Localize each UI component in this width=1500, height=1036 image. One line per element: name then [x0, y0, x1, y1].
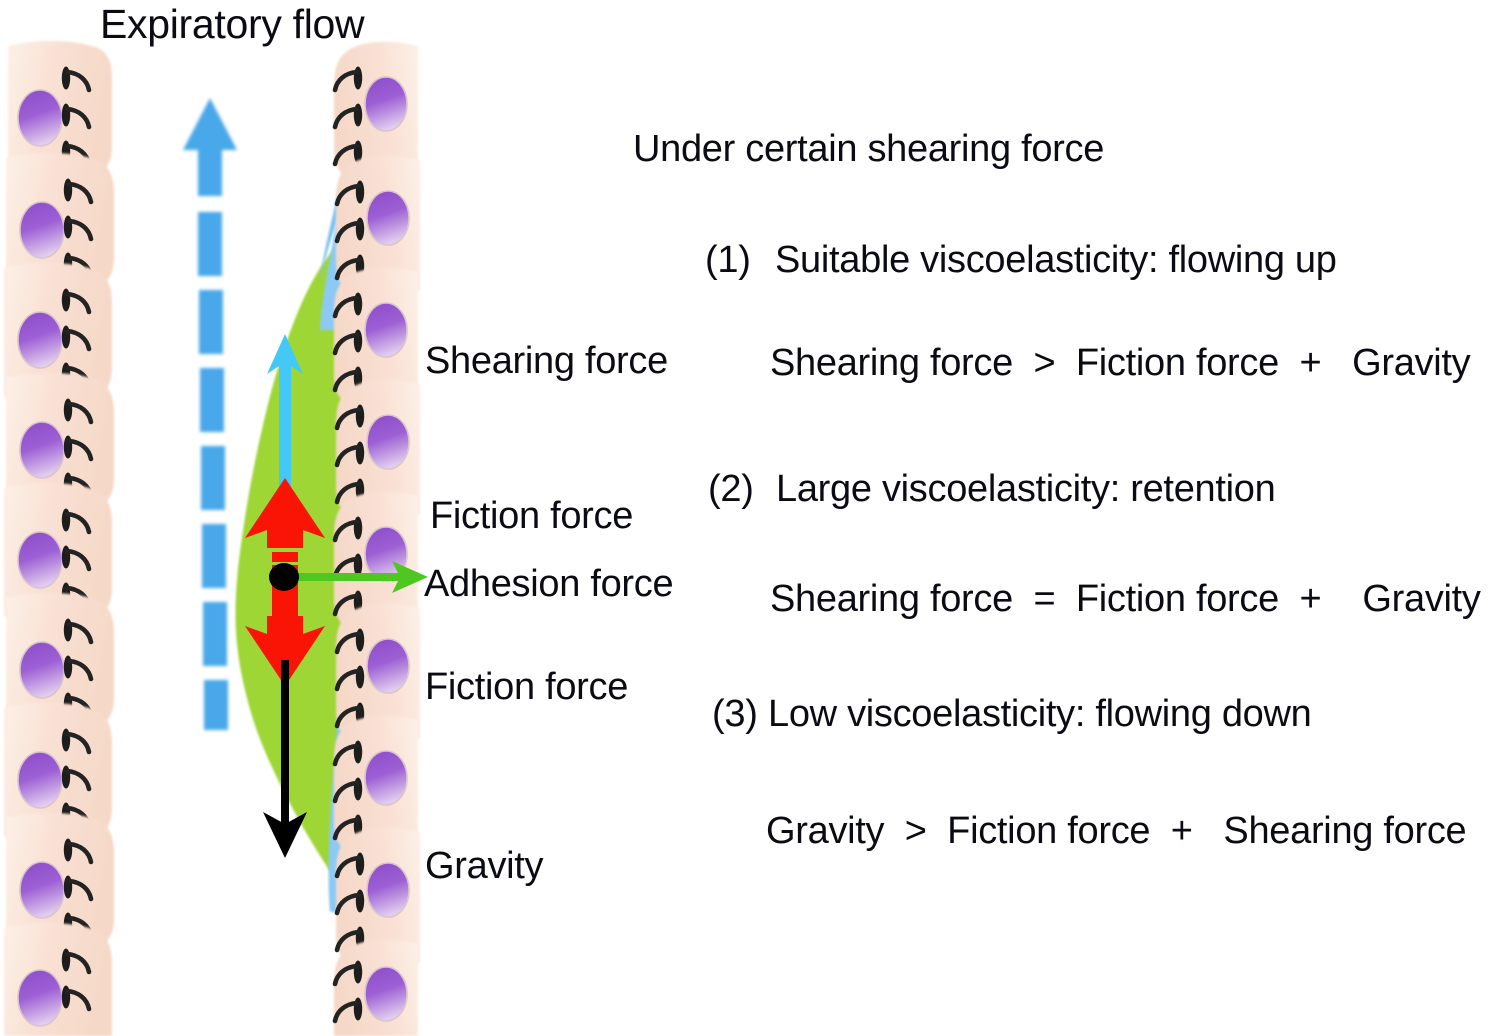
epithelial-cell-icon	[8, 40, 112, 181]
epithelial-cell-icon	[4, 702, 112, 843]
black-dot-icon	[269, 563, 299, 591]
case-3-number: (3)	[712, 693, 758, 735]
dashed-up-arrow-icon	[183, 98, 237, 730]
epithelial-cell-icon	[334, 491, 418, 634]
nucleus-icon	[366, 638, 410, 694]
nucleus-icon	[364, 966, 408, 1022]
label-shearing-force: Shearing force	[425, 340, 668, 382]
epithelial-cell-icon	[336, 379, 420, 522]
epithelial-cell-icon	[336, 155, 420, 298]
epithelial-cell-icon	[4, 482, 112, 623]
case-3-statement: Low viscoelasticity: flowing down	[768, 693, 1312, 735]
nucleus-icon	[17, 751, 63, 809]
case-1-equation: Shearing force > Fiction force + Gravity	[770, 342, 1471, 384]
case-3-equation: Gravity > Fiction force + Shearing force	[766, 810, 1467, 852]
panel-heading: Under certain shearing force	[633, 128, 1105, 170]
epithelial-cell-icon	[336, 603, 420, 746]
epithelial-cell-icon	[4, 262, 112, 403]
epithelial-cell-icon	[6, 592, 114, 733]
label-fiction-force-lower: Fiction force	[425, 666, 629, 708]
case-1-statement: Suitable viscoelasticity: flowing up	[775, 239, 1337, 281]
green-right-arrow-icon	[285, 561, 428, 593]
nucleus-icon	[366, 190, 410, 246]
label-fiction-force-upper: Fiction force	[430, 495, 634, 537]
nucleus-icon	[364, 302, 408, 358]
black-down-arrow-icon	[263, 660, 307, 858]
label-gravity: Gravity	[425, 845, 544, 887]
epithelial-cell-icon	[6, 372, 114, 513]
case-2-number: (2)	[708, 468, 754, 510]
nucleus-icon	[366, 862, 410, 918]
epithelial-cell-icon	[334, 939, 418, 1036]
nucleus-icon	[17, 311, 63, 369]
nucleus-icon	[364, 76, 408, 132]
epithelium-left-column	[4, 40, 114, 1036]
label-adhesion-force: Adhesion force	[424, 563, 674, 605]
case-2-statement: Large viscoelasticity: retention	[776, 468, 1276, 510]
epithelial-cell-icon	[6, 812, 114, 953]
nucleus-icon	[17, 531, 63, 589]
nucleus-icon	[366, 414, 410, 470]
epithelial-cell-icon	[334, 267, 418, 410]
epithelial-cell-icon	[4, 922, 112, 1036]
nucleus-icon	[19, 201, 65, 259]
nucleus-icon	[17, 969, 63, 1027]
epithelial-cell-icon	[334, 41, 418, 184]
epithelial-cell-icon	[6, 152, 114, 293]
nucleus-icon	[19, 641, 65, 699]
cyan-up-arrow-icon	[267, 334, 303, 492]
nucleus-icon	[19, 421, 65, 479]
epithelial-cell-icon	[334, 715, 418, 858]
case-1-number: (1)	[705, 239, 751, 281]
epithelial-cell-icon	[336, 827, 420, 970]
epithelium-right-column	[334, 41, 420, 1036]
case-2-equation: Shearing force = Fiction force + Gravity	[770, 578, 1481, 620]
nucleus-icon	[17, 89, 63, 147]
nucleus-icon	[364, 750, 408, 806]
nucleus-icon	[19, 861, 65, 919]
page-title: Expiratory flow	[100, 1, 365, 47]
